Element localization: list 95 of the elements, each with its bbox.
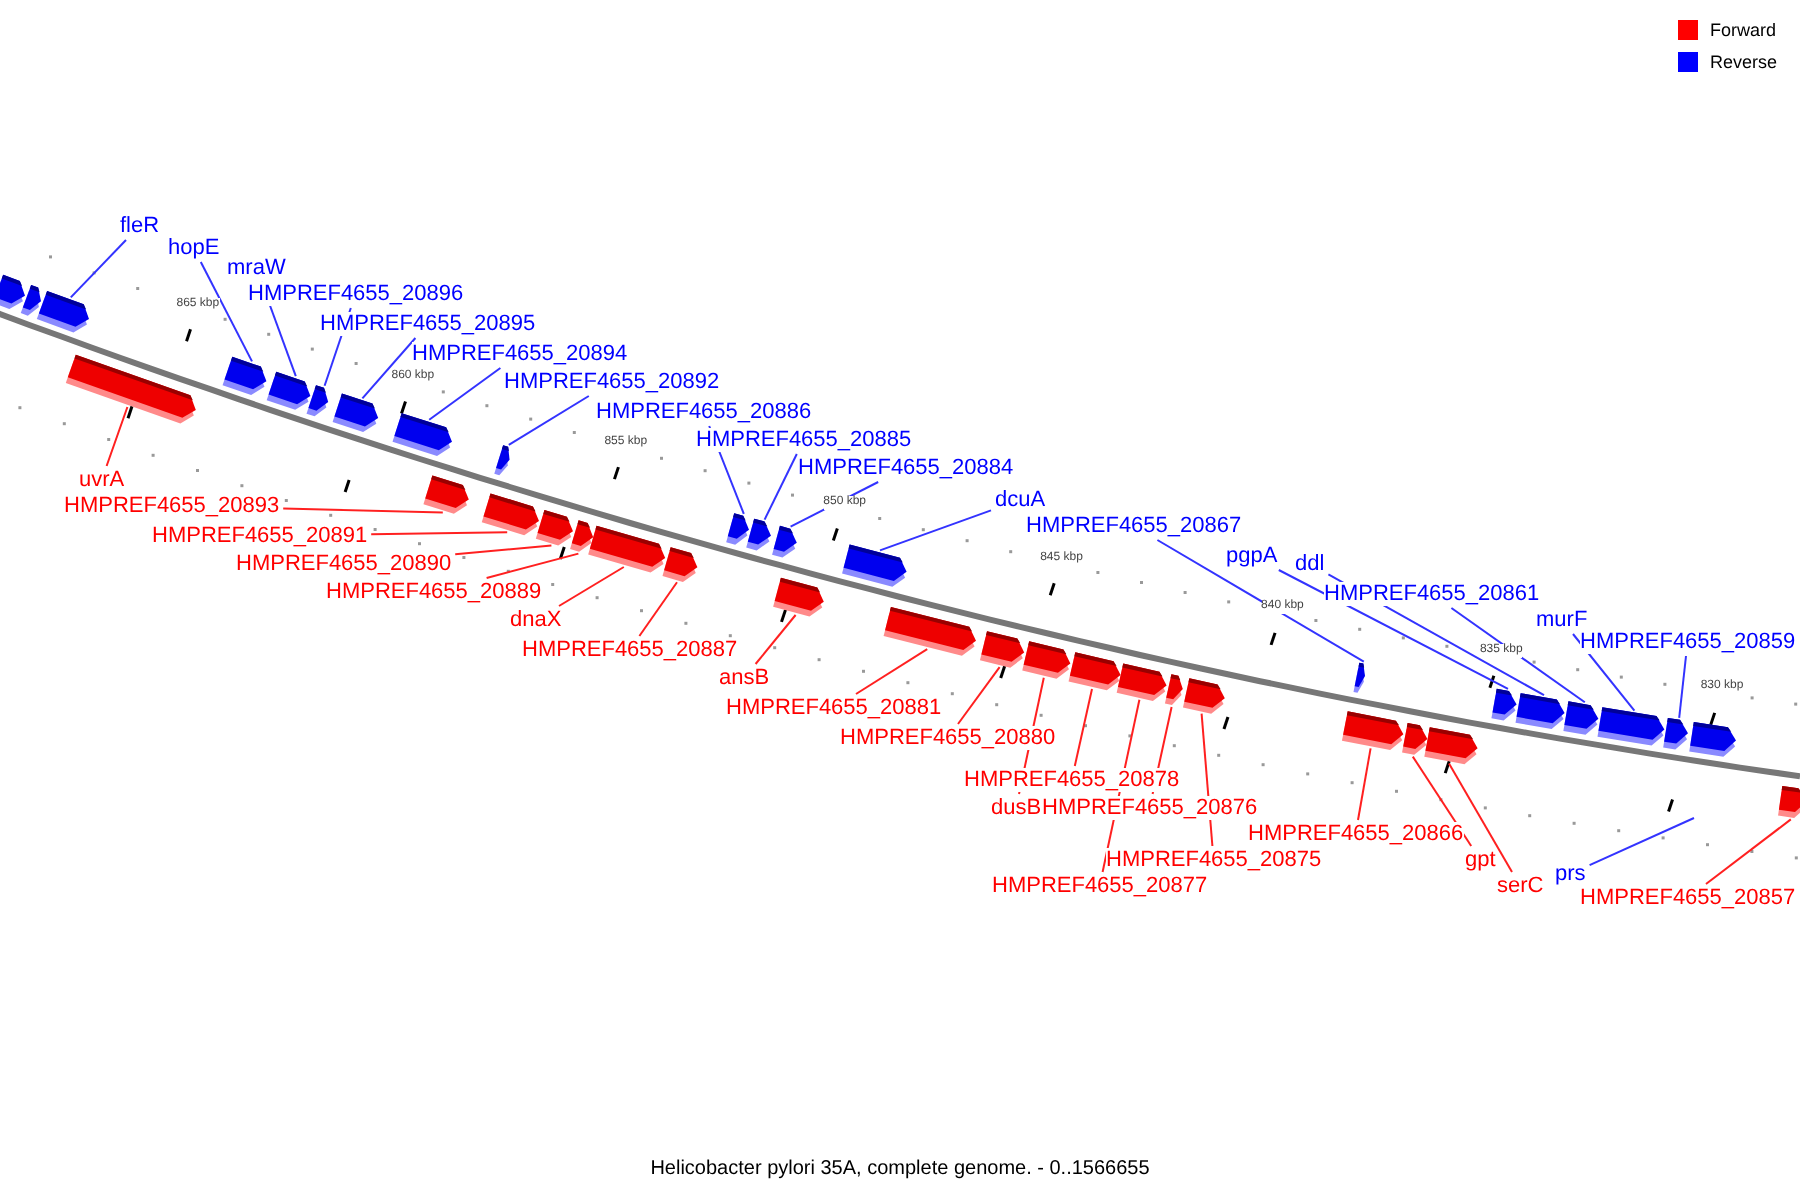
gene-label: HMPREF4655_20880 xyxy=(840,726,1056,750)
gene-bar xyxy=(65,354,196,424)
gene-bar xyxy=(1778,785,1800,818)
leader-line xyxy=(558,566,625,607)
gene-label: mraW xyxy=(227,256,286,280)
leader-line xyxy=(282,507,444,514)
gene-label: prs xyxy=(1555,862,1586,886)
legend-text: Reverse xyxy=(1710,52,1778,72)
gene-bar xyxy=(883,606,976,656)
gene-label: HMPREF4655_20859 xyxy=(1580,630,1796,654)
gene-label: murF xyxy=(1536,608,1588,632)
gene-bar xyxy=(1164,674,1183,706)
gene-label: uvrA xyxy=(79,468,125,492)
gene-label: HMPREF4655_20867 xyxy=(1026,514,1242,538)
leader-line xyxy=(763,453,798,521)
leader-line xyxy=(428,367,502,421)
gene-label: HMPREF4655_20866 xyxy=(1248,822,1464,846)
gene-bar xyxy=(746,518,771,551)
gene-label: HMPREF4655_20885 xyxy=(696,428,912,452)
gene-label: HMPREF4655_20887 xyxy=(522,638,738,662)
gene-bar xyxy=(1491,688,1517,721)
leader-line xyxy=(1588,817,1695,867)
leader-line xyxy=(879,509,992,552)
gene-label: gpt xyxy=(1465,848,1496,872)
leader-line xyxy=(454,544,553,556)
leader-line xyxy=(199,261,253,363)
gene-label: HMPREF4655_20891 xyxy=(152,524,368,548)
gene-bar xyxy=(1022,641,1071,679)
gene-label: ansB xyxy=(719,666,770,690)
gene-label: dcuA xyxy=(995,488,1046,512)
gene-bar xyxy=(494,445,510,476)
gene-label: HMPREF4655_20884 xyxy=(798,456,1014,480)
gene-label: hopE xyxy=(168,236,220,260)
gene-bar xyxy=(392,413,452,456)
leader-line xyxy=(754,614,797,665)
leader-line xyxy=(1572,633,1636,712)
leader-line xyxy=(638,581,678,637)
gene-label: HMPREF4655_20893 xyxy=(64,494,280,518)
leader-line xyxy=(69,239,127,299)
gene-bar xyxy=(662,547,698,582)
legend-text: Forward xyxy=(1710,20,1777,40)
gene-label: dnaX xyxy=(510,608,562,632)
gene-bar xyxy=(570,520,594,552)
gene-label: HMPREF4655_20881 xyxy=(726,696,942,720)
leader-line xyxy=(1450,607,1586,704)
gene-bar xyxy=(1563,701,1599,735)
gene-label: HMPREF4655_20889 xyxy=(326,580,542,604)
gene-label: HMPREF4655_20878 xyxy=(964,768,1180,792)
gene-label: HMPREF4655_20876 xyxy=(1042,796,1258,820)
gene-bar xyxy=(1663,717,1688,750)
leader-line xyxy=(485,552,580,579)
leader-line xyxy=(361,337,417,400)
gene-bar xyxy=(979,631,1025,668)
gene-bar xyxy=(222,356,267,395)
gene-bar xyxy=(423,475,469,514)
gene-label: HMPREF4655_20895 xyxy=(320,312,536,336)
gene-label: HMPREF4655_20890 xyxy=(236,552,452,576)
gene-label: HMPREF4655_20892 xyxy=(504,370,720,394)
leader-line xyxy=(507,395,590,446)
leader-line xyxy=(1705,818,1792,885)
gene-bar xyxy=(842,544,907,587)
gene-bar xyxy=(0,274,25,310)
leader-line xyxy=(1357,747,1372,821)
gene-label: pgpA xyxy=(1226,544,1278,568)
gene-label: HMPREF4655_20857 xyxy=(1580,886,1796,910)
gene-bar xyxy=(1402,723,1428,755)
leader-line xyxy=(1448,762,1513,873)
gene-label: HMPREF4655_20896 xyxy=(248,282,464,306)
gene-label: fleR xyxy=(120,214,160,238)
gene-label: HMPREF4655_20861 xyxy=(1324,582,1540,606)
leader-line xyxy=(1156,539,1365,663)
gene-bar xyxy=(332,393,379,433)
leader-line xyxy=(1277,569,1509,690)
gene-label: HMPREF4655_20875 xyxy=(1106,848,1322,872)
leader-line xyxy=(1073,688,1093,767)
leader-line xyxy=(370,531,509,536)
gene-label: HMPREF4655_20894 xyxy=(412,342,628,366)
gene-label: serC xyxy=(1497,874,1544,898)
gene-bar xyxy=(726,513,749,545)
leader-line xyxy=(855,648,929,695)
gene-bar xyxy=(772,525,797,558)
gene-label: HMPREF4655_20886 xyxy=(596,400,812,424)
leader-line xyxy=(1411,755,1473,847)
gene-bar xyxy=(20,284,41,316)
gene-label: ddl xyxy=(1295,552,1325,576)
gene-bar xyxy=(1068,652,1121,691)
leader-line xyxy=(957,666,1001,725)
gene-label: HMPREF4655_20877 xyxy=(992,874,1208,898)
caption: Helicobacter pylori 35A, complete genome. - 0..1566655 xyxy=(648,1158,1152,1182)
gene-bar xyxy=(306,385,329,417)
leader-line xyxy=(1678,655,1687,719)
gene-bar xyxy=(773,577,824,617)
gene-bar xyxy=(1353,662,1365,693)
gene-label: dusB xyxy=(991,796,1042,820)
leader-line xyxy=(105,406,129,467)
